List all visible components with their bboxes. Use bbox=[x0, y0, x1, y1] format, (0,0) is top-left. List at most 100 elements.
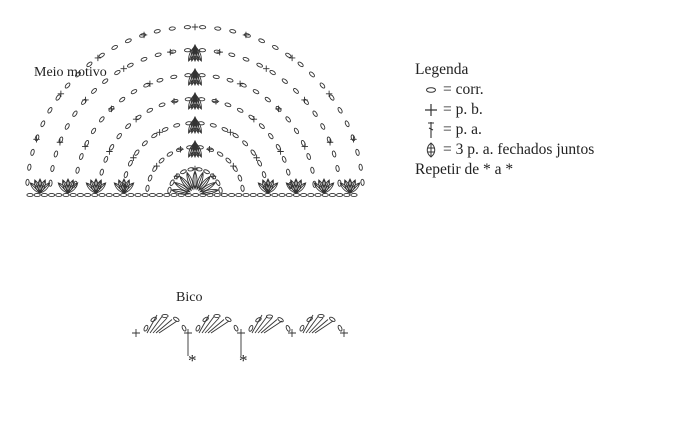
chain-stitch bbox=[64, 82, 71, 89]
chain-stitch bbox=[307, 192, 315, 198]
chain-stitch bbox=[75, 166, 80, 174]
chain-stitch bbox=[317, 313, 325, 319]
chain-stitch bbox=[202, 316, 209, 322]
cluster-stitch bbox=[194, 93, 202, 110]
chain-stitch bbox=[257, 159, 263, 167]
chain-stitch bbox=[213, 192, 221, 198]
chain-stitch bbox=[139, 33, 147, 38]
chain-stitch bbox=[300, 140, 306, 147]
cluster-stitch bbox=[285, 182, 297, 194]
double-crochet bbox=[257, 317, 273, 334]
chain-stitch bbox=[192, 192, 200, 198]
chain-stitch bbox=[134, 192, 142, 198]
chain-stitch bbox=[319, 82, 326, 89]
chain-stitch bbox=[47, 107, 53, 114]
chain-stitch bbox=[166, 151, 174, 157]
chain-stitch bbox=[264, 192, 272, 198]
single-crochet bbox=[326, 139, 334, 146]
chain-stitch bbox=[163, 192, 171, 198]
single-crochet bbox=[301, 143, 309, 150]
double-crochet bbox=[201, 316, 215, 334]
single-crochet bbox=[236, 80, 244, 87]
chain-stitch bbox=[111, 44, 118, 50]
chain-stitch bbox=[173, 173, 180, 180]
double-crochet bbox=[146, 314, 158, 334]
chain-stitch bbox=[176, 147, 183, 152]
single-crochet bbox=[340, 329, 348, 337]
chain-stitch bbox=[306, 153, 311, 160]
double-crochet bbox=[149, 316, 163, 334]
single-crochet bbox=[253, 154, 260, 161]
chain-stitch bbox=[143, 82, 150, 88]
chain-stitch bbox=[180, 169, 187, 175]
chain-stitch bbox=[229, 29, 237, 34]
chain-stitch bbox=[310, 166, 315, 174]
single-crochet bbox=[350, 136, 357, 143]
single-crochet bbox=[156, 129, 163, 136]
cluster-stitch bbox=[196, 171, 204, 191]
chain-stitch bbox=[335, 164, 340, 172]
chain-stitch bbox=[225, 157, 232, 164]
single-crochet bbox=[237, 329, 245, 337]
legend-item-label: = p. b. bbox=[443, 101, 483, 118]
chain-stitch bbox=[158, 102, 166, 108]
chain-stitch bbox=[216, 151, 224, 157]
single-crochet bbox=[216, 48, 223, 56]
chain-stitch bbox=[84, 140, 90, 147]
chain-stitch bbox=[293, 88, 299, 94]
chain-stitch bbox=[309, 71, 315, 78]
chain-stitch bbox=[48, 192, 56, 198]
double-crochet bbox=[308, 317, 324, 334]
chain-stitch bbox=[141, 192, 149, 198]
chain-stitch bbox=[90, 127, 97, 135]
chain-stitch bbox=[124, 38, 132, 44]
legend-item-label: = 3 p. a. fechados juntos bbox=[443, 141, 595, 158]
chain-stitch bbox=[275, 105, 282, 112]
chain-stitch bbox=[116, 133, 122, 140]
legend-item-double-crochet: = p. a. bbox=[415, 120, 594, 140]
chain-stitch bbox=[103, 155, 109, 163]
chain-stitch bbox=[64, 123, 70, 130]
cluster-stitch bbox=[186, 171, 194, 191]
three-dc-cluster-icon bbox=[421, 140, 441, 160]
chain-stitch bbox=[148, 192, 156, 198]
chain-stitch bbox=[258, 123, 265, 130]
chain-stitch bbox=[168, 26, 176, 31]
chain-stitch bbox=[281, 78, 288, 84]
single-crochet bbox=[140, 31, 148, 39]
single-crochet bbox=[56, 139, 64, 146]
chain-stitch bbox=[143, 324, 149, 332]
cluster-stitch bbox=[199, 189, 220, 195]
chain-stitch bbox=[72, 110, 78, 117]
chain-stitch bbox=[76, 192, 84, 198]
single-crochet bbox=[57, 90, 65, 98]
chain-stitch bbox=[140, 56, 148, 62]
double-crochet bbox=[260, 319, 278, 334]
double-crochet bbox=[204, 317, 220, 334]
chain-stitch bbox=[147, 174, 153, 182]
chain-stitch bbox=[195, 324, 201, 332]
chain-stitch bbox=[156, 78, 164, 83]
single-crochet bbox=[288, 329, 296, 337]
chain-stitch bbox=[250, 149, 256, 156]
chain-stitch bbox=[158, 157, 165, 164]
chain-stitch bbox=[256, 192, 264, 198]
cluster-stitch bbox=[194, 141, 202, 158]
chain-stitch bbox=[328, 192, 336, 198]
double-crochet bbox=[254, 316, 268, 334]
cluster-stitch bbox=[173, 181, 191, 193]
chain-stitch bbox=[99, 116, 105, 123]
chain-stitch bbox=[91, 88, 97, 94]
chain-stitch bbox=[127, 62, 134, 68]
chain-stitch bbox=[210, 173, 217, 180]
chain-stitch bbox=[53, 150, 59, 158]
chain-stitch bbox=[221, 127, 229, 132]
chain-stitch bbox=[269, 69, 276, 76]
chain-stitch bbox=[25, 178, 30, 186]
double-crochet bbox=[207, 319, 225, 334]
chain-stitch bbox=[312, 110, 318, 117]
cluster-stitch bbox=[194, 117, 202, 134]
single-crochet bbox=[191, 23, 199, 31]
chain-stitch bbox=[285, 192, 293, 198]
chain-stitch bbox=[277, 317, 284, 323]
